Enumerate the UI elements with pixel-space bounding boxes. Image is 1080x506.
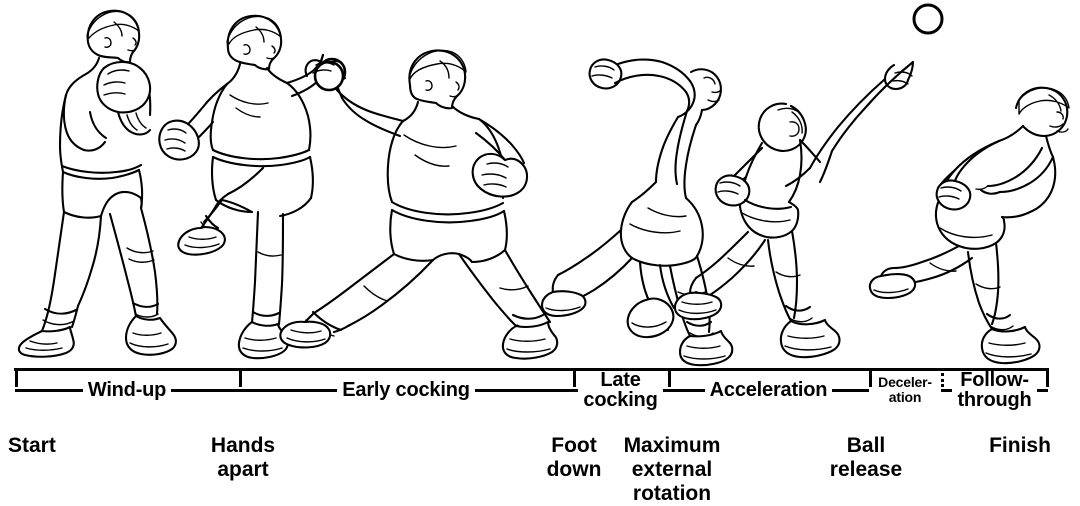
timeline-baseline [14, 368, 1048, 371]
event-text-line-1: Finish [989, 434, 1051, 457]
tick-finish [1046, 368, 1049, 387]
event-text-line-2: release [829, 458, 903, 482]
event-label-start: Start [8, 434, 56, 458]
phase-rule-right [832, 388, 869, 392]
event-text-line-3: rotation [632, 482, 712, 506]
tick-foot-down [573, 368, 576, 387]
event-label-maximum-external-rotation: Maximum external rotation [592, 434, 752, 506]
phase-label-wind-up: Wind-up [15, 378, 240, 402]
phase-rule-left [15, 388, 83, 392]
figure-hands-apart [158, 14, 347, 360]
figure-wind-up-start [17, 9, 177, 358]
phase-text-line-2: cocking [583, 389, 658, 411]
phase-text-acceleration: Acceleration [709, 378, 828, 401]
tick-start [15, 368, 18, 387]
phase-rule-right [1036, 388, 1049, 392]
phase-rule-left [941, 388, 953, 392]
figure-late-cocking [540, 58, 734, 367]
phase-rule-right [474, 388, 573, 392]
phase-rule-right [171, 388, 240, 392]
phase-text-wind-up: Wind-up [87, 378, 167, 401]
tick-maximum-external-rotation [668, 368, 671, 387]
phase-rule-left [572, 388, 579, 392]
tick-ball-release [869, 368, 872, 387]
phase-label-early-cocking: Early cocking [239, 378, 573, 402]
phase-text-line-2: through [957, 389, 1032, 411]
phase-label-follow-through: Follow- through [941, 369, 1049, 410]
phase-label-deceleration: Deceler- ation [869, 375, 941, 404]
phase-rule-right [662, 388, 669, 392]
phase-text-early-cocking: Early cocking [342, 378, 470, 401]
figure-early-cocking [279, 49, 559, 360]
event-label-foot-down: Foot down [524, 434, 624, 482]
event-text-line-2: down [546, 458, 602, 482]
phase-text-line-1: Follow- [960, 368, 1029, 391]
tick-hands-apart [239, 368, 242, 387]
phase-text-line-1: Deceler- [878, 374, 932, 391]
event-text-line-1: Ball [846, 434, 886, 457]
event-label-finish: Finish [962, 434, 1078, 458]
figure-acceleration [673, 3, 944, 359]
event-label-hands-apart: Hands apart [183, 434, 303, 482]
phase-text-late-cocking: Late cocking [583, 368, 658, 411]
phase-label-acceleration: Acceleration [668, 378, 869, 402]
phase-text-line-1: Late [600, 368, 641, 391]
event-text-line-2: apart [217, 458, 269, 482]
event-text-line-1: Start [8, 434, 56, 457]
phase-rule-left [239, 388, 338, 392]
event-text-line-1: Maximum [623, 434, 721, 457]
phase-text-line-2: ation [888, 389, 922, 405]
figure-follow-through [868, 86, 1070, 365]
phase-text-follow-through: Follow- through [957, 368, 1032, 411]
phase-rule-left [668, 388, 705, 392]
tick-deceleration-end [941, 368, 944, 387]
event-text-line-1: Hands [210, 434, 276, 457]
event-text-line-2: external [631, 458, 713, 482]
phase-label-late-cocking: Late cocking [572, 369, 669, 410]
event-label-ball-release: Ball release [806, 434, 926, 482]
phase-text-deceleration: Deceler- ation [878, 375, 932, 404]
event-text-line-1: Foot [551, 434, 597, 457]
